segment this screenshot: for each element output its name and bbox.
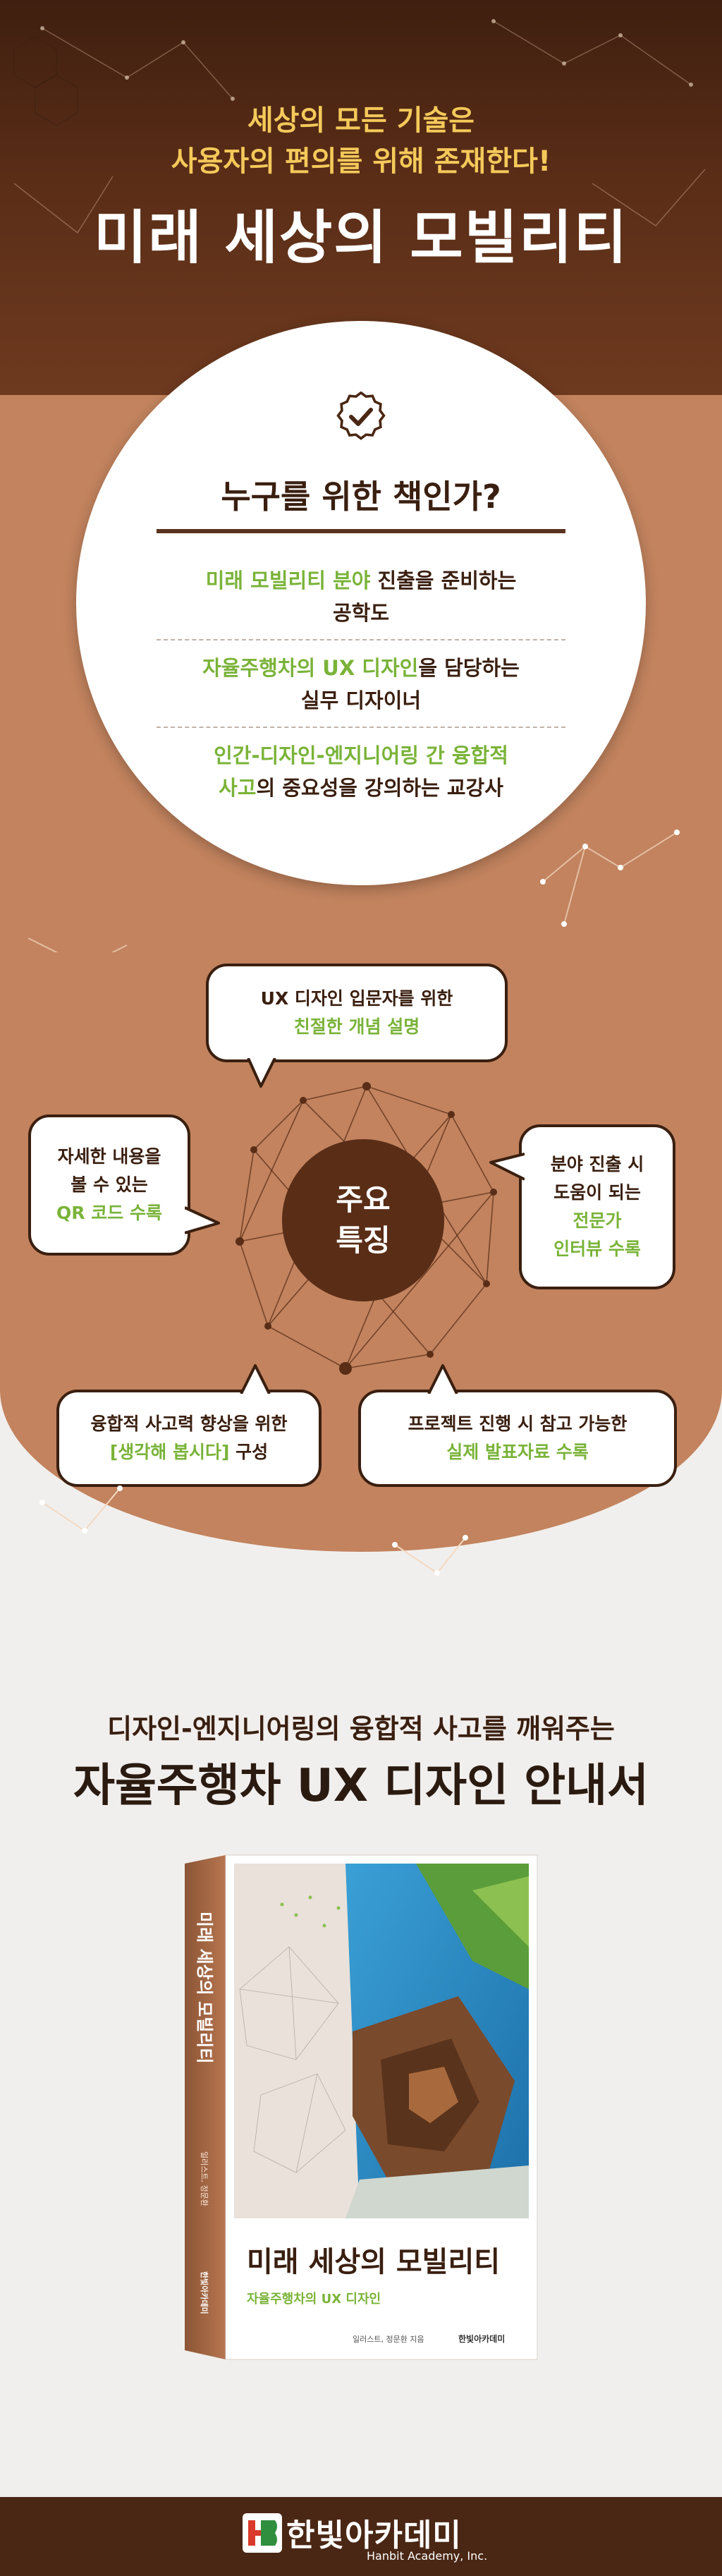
bubble-text: UX 디자인 입문자를 위한 xyxy=(260,988,453,1009)
bubble-text: 프로젝트 진행 시 참고 가능한 xyxy=(408,1414,628,1434)
intro-line-2: 사용자의 편의를 위해 존재한다! xyxy=(171,145,551,178)
title-divider xyxy=(157,529,565,533)
audience-item: 인간-디자인-엔지니어링 간 융합적 사고의 중요성을 강의하는 교강사 xyxy=(157,739,565,804)
audience-item: 미래 모빌리티 분야 진출을 준비하는 공학도 xyxy=(157,564,565,629)
audience-item-text: 진출을 준비하는 xyxy=(370,569,517,593)
cover-authors: 일러스트, 정문환 지음 xyxy=(353,2334,424,2344)
audience-card xyxy=(76,321,646,885)
dashed-divider xyxy=(157,727,565,728)
feature-bubble-left: 자세한 내용을 볼 수 있는 QR 코드 수록 xyxy=(28,1114,190,1256)
bubble-tail xyxy=(240,1364,271,1394)
feature-center-label: 특징 xyxy=(336,1223,391,1258)
cover-title: 미래 세상의 모빌리티 xyxy=(247,2246,500,2278)
book-section-title: 자율주행차 UX 디자인 안내서 xyxy=(73,1760,649,1812)
feature-center-badge: 주요 특징 xyxy=(282,1139,444,1301)
audience-item-text: 의 중요성을 강의하는 교강사 xyxy=(256,776,503,800)
footer-logo-subtext: Hanbit Academy, Inc. xyxy=(367,2549,488,2563)
bubble-tail xyxy=(247,1058,276,1088)
spine-publisher: 한빛아카데미 xyxy=(200,2271,209,2314)
footer-bar xyxy=(0,2497,722,2576)
audience-item-text: 공학도 xyxy=(332,601,390,625)
footer-logo-text: 한빛아카데미 xyxy=(286,2517,462,2553)
cover-subtitle: 자율주행차의 UX 디자인 xyxy=(247,2292,381,2307)
audience-title: 누구를 위한 책인가? xyxy=(221,478,501,516)
hanbit-logo-icon xyxy=(243,2513,282,2553)
bubble-highlight: [생각해 봅시다] xyxy=(109,1442,230,1462)
cover-publisher: 한빛아카데미 xyxy=(458,2333,505,2344)
bubble-tail xyxy=(427,1364,458,1394)
book-cover-image: 미래 세상의 모빌리티 자율주행차의 UX 디자인 일러스트, 정문환 지음 한… xyxy=(185,1854,538,2360)
audience-item-highlight: 사고 xyxy=(219,776,257,800)
feature-bubble-bottom-left: 융합적 사고력 향상을 위한 [생각해 봅시다] 구성 xyxy=(56,1390,322,1487)
check-badge-icon xyxy=(336,391,386,440)
audience-item-highlight: 미래 모빌리티 분야 xyxy=(205,569,371,593)
feature-bubble-bottom-right: 프로젝트 진행 시 참고 가능한 실제 발표자료 수록 xyxy=(358,1390,677,1487)
feature-bubble-top: UX 디자인 입문자를 위한 친절한 개념 설명 xyxy=(206,964,508,1062)
book-section-subtitle: 디자인-엔지니어링의 융합적 사고를 깨워주는 xyxy=(107,1713,615,1744)
audience-item-highlight: 자율주행차의 UX 디자인 xyxy=(202,656,419,680)
feature-bubble-right: 분야 진출 시 도움이 되는 전문가 인터뷰 수록 xyxy=(519,1124,675,1289)
intro-line-1: 세상의 모든 기술은 xyxy=(247,104,475,137)
bubble-highlight: 전문가 xyxy=(573,1210,622,1231)
bubble-text: 구성 xyxy=(229,1442,269,1462)
dashed-divider xyxy=(157,639,565,640)
bubble-text: 분야 진출 시 xyxy=(550,1154,644,1174)
bubble-tail xyxy=(185,1206,220,1234)
bubble-tail xyxy=(489,1153,525,1181)
bubble-highlight: 인터뷰 수록 xyxy=(553,1239,641,1259)
bubble-text: 자세한 내용을 xyxy=(57,1146,161,1167)
audience-item-text: 을 담당하는 xyxy=(418,656,520,680)
bubble-highlight: QR 코드 수록 xyxy=(56,1203,162,1223)
bubble-highlight: 친절한 개념 설명 xyxy=(293,1016,420,1037)
spine-authors: 일러스트, 정문환 xyxy=(200,2151,209,2206)
bubble-text: 융합적 사고력 향상을 위한 xyxy=(90,1414,288,1434)
audience-item-highlight: 인간-디자인-엔지니어링 간 융합적 xyxy=(214,743,508,767)
page-title: 미래 세상의 모빌리티 xyxy=(93,205,629,272)
bubble-text: 도움이 되는 xyxy=(553,1182,641,1203)
bubble-highlight: 실제 발표자료 수록 xyxy=(446,1442,589,1462)
bubble-text: 볼 수 있는 xyxy=(71,1174,148,1195)
audience-item: 자율주행차의 UX 디자인을 담당하는 실무 디자이너 xyxy=(157,652,565,717)
audience-item-text: 실무 디자이너 xyxy=(300,688,422,712)
spine-title: 미래 세상의 모빌리티 xyxy=(195,1912,214,2063)
feature-center-label: 주요 xyxy=(336,1182,391,1217)
